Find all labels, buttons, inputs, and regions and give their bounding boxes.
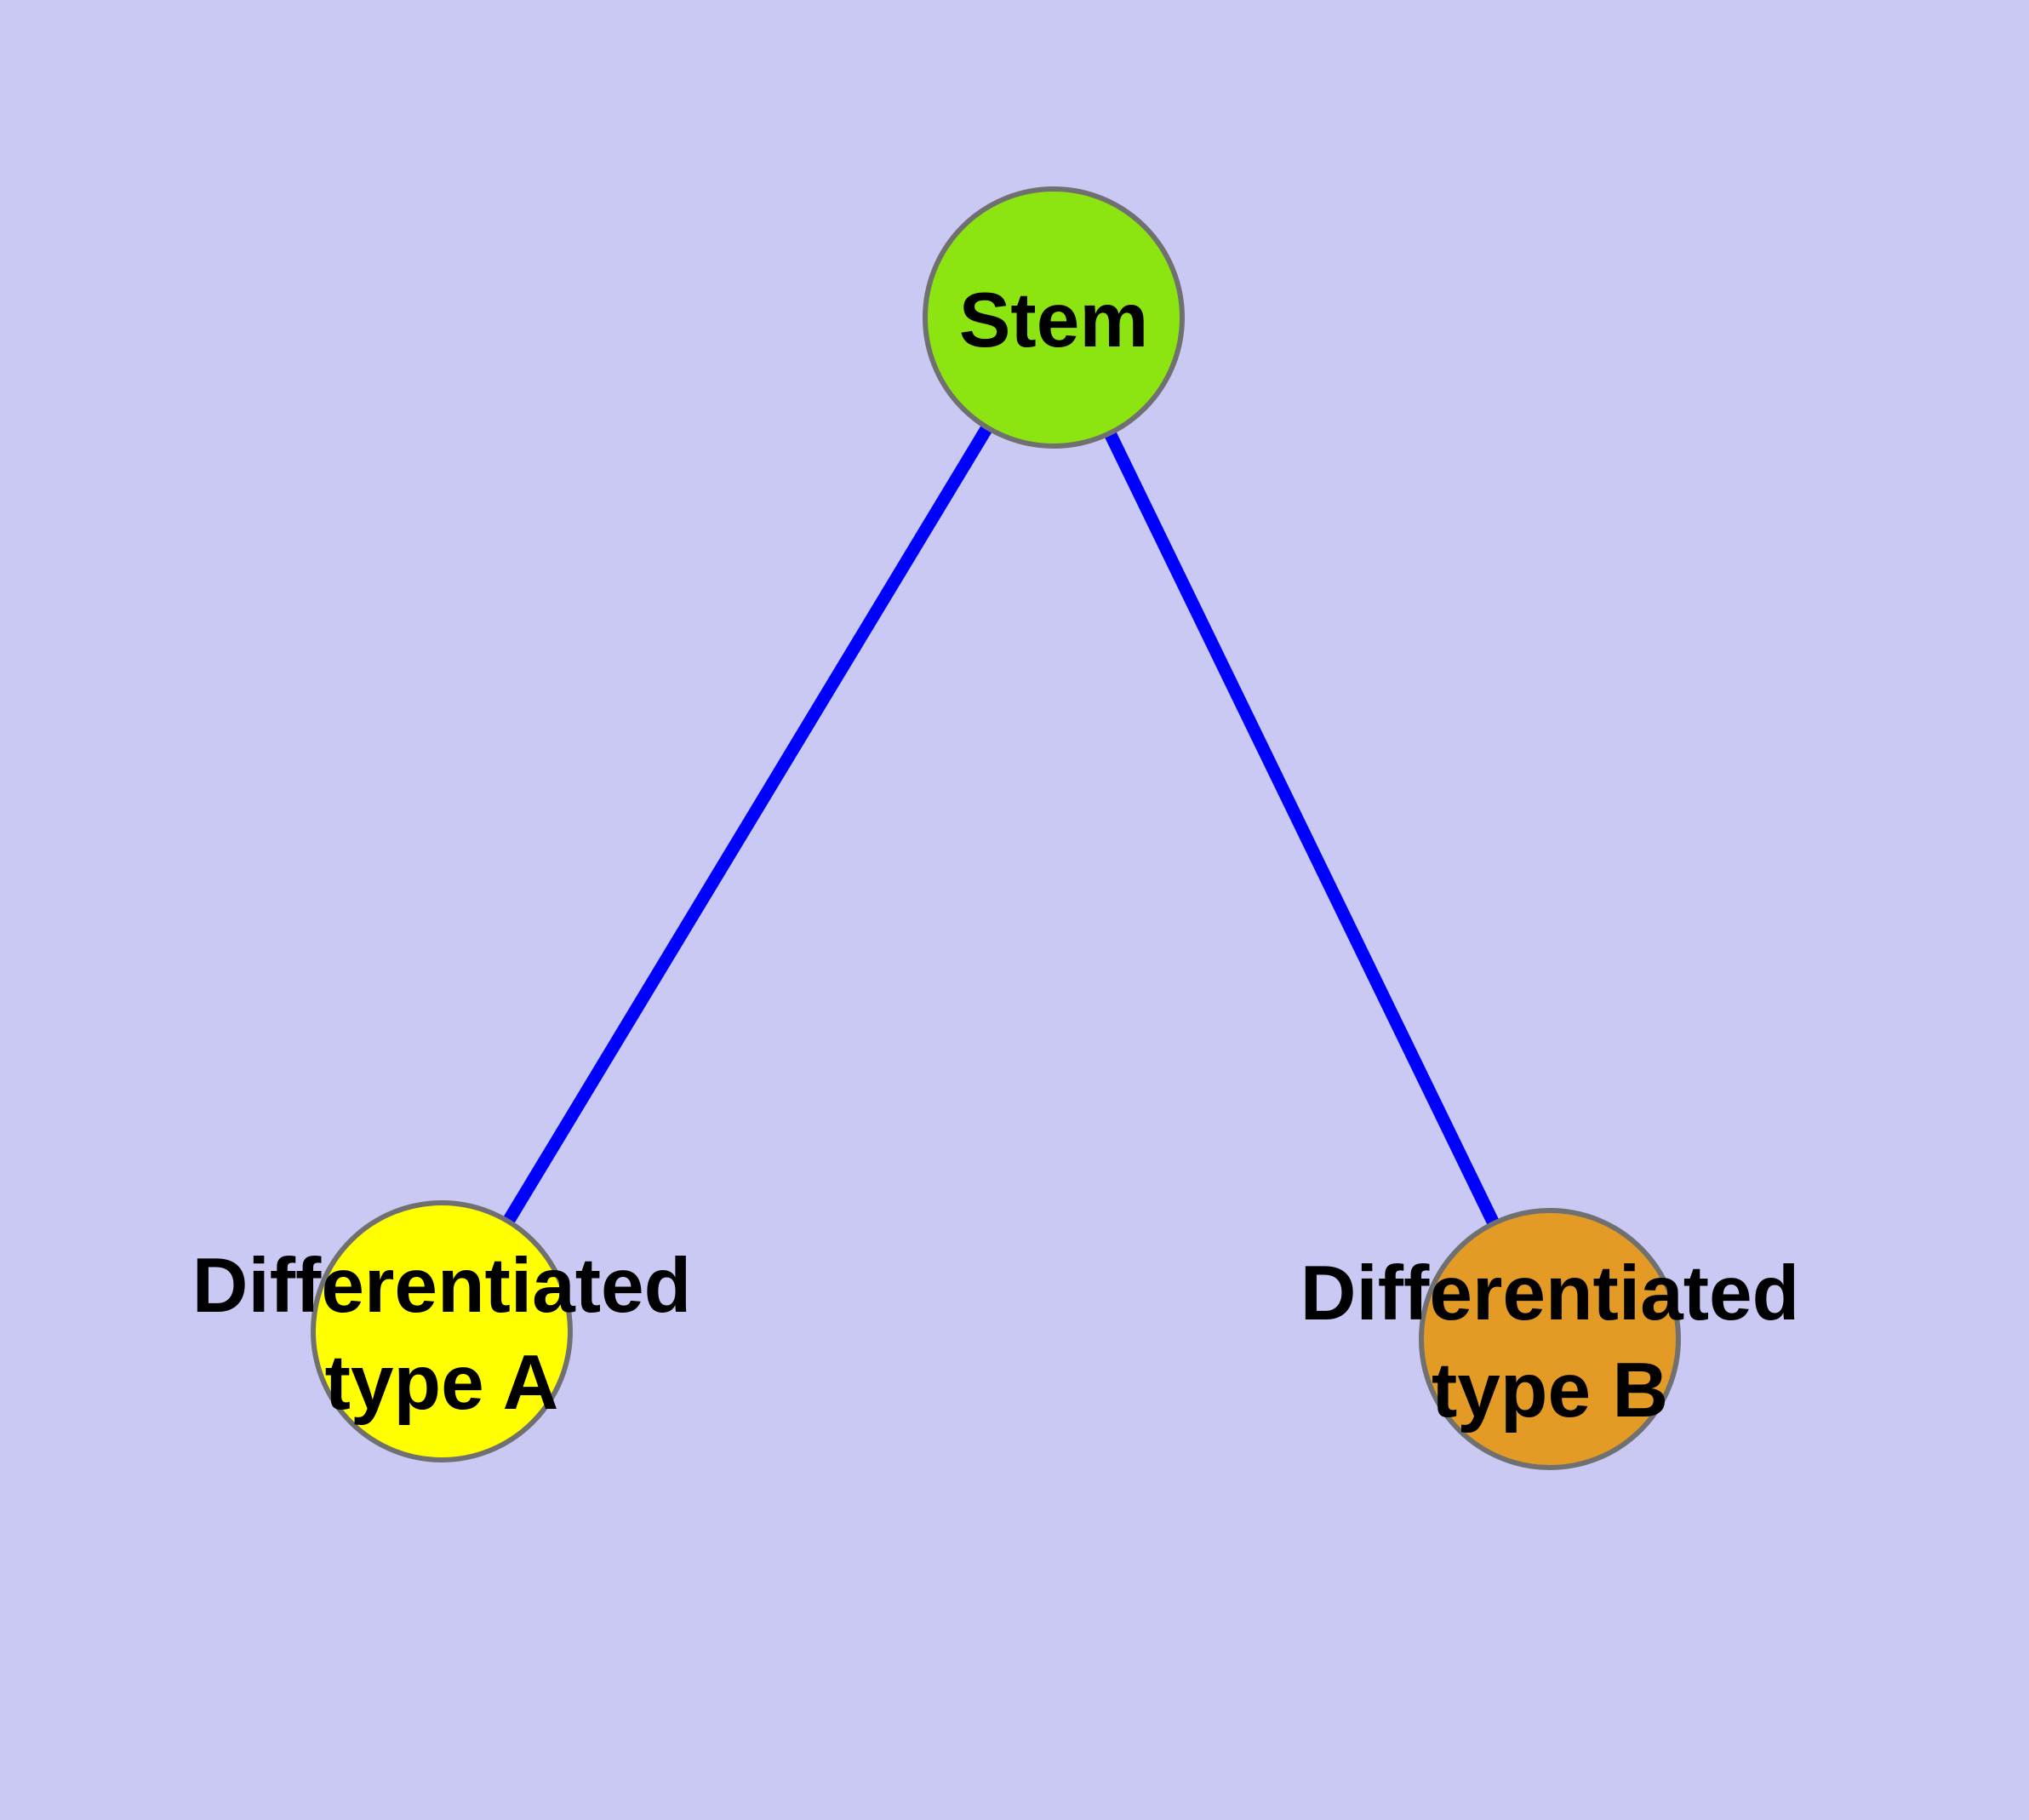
node-differentiated-type-a-label-line-2: type A (325, 1340, 559, 1426)
node-differentiated-type-b-label: Differentiated type B (1300, 1251, 1800, 1434)
node-differentiated-type-b-label-line-2: type B (1432, 1348, 1668, 1434)
node-stem-label-line-1: Stem (959, 278, 1149, 363)
edge-stem-to-differentiated-type-a (436, 314, 1060, 1335)
node-differentiated-type-b-label-line-1: Differentiated (1300, 1251, 1800, 1336)
node-stem-label: Stem (959, 278, 1149, 363)
edge-stem-to-differentiated-type-b (1048, 314, 1556, 1342)
nodes-layer (311, 186, 1681, 1470)
node-differentiated-type-a-circle (311, 1200, 573, 1462)
node-stem-circle (923, 186, 1185, 449)
node-differentiated-type-a-label: Differentiated type A (192, 1243, 692, 1426)
node-differentiated-type-b-circle (1419, 1208, 1681, 1470)
node-differentiated-type-a-label-line-1: Differentiated (192, 1243, 692, 1329)
edges-layer (436, 314, 1556, 1342)
